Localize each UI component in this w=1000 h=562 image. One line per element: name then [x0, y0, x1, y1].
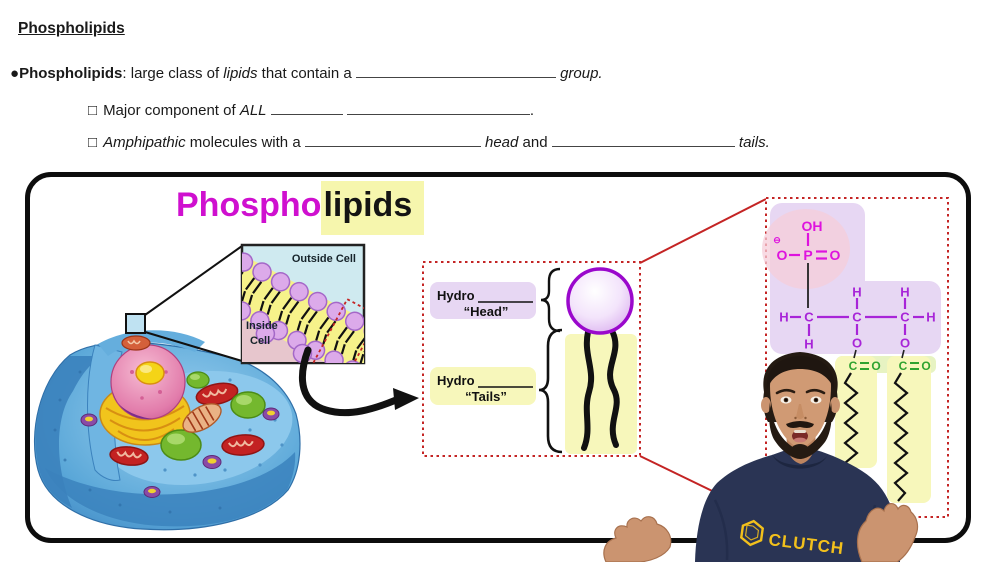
fatty-acid-tail — [581, 329, 595, 451]
tail-brace — [538, 328, 563, 454]
atom-label: C — [899, 359, 908, 373]
atom-label: C — [804, 310, 814, 325]
left-hand — [603, 516, 672, 562]
zoom-arrow — [298, 346, 419, 417]
head-brace — [540, 267, 561, 333]
fill-in-blank — [346, 101, 530, 115]
mustache — [786, 421, 814, 428]
beard — [769, 402, 832, 459]
atom-label: C — [900, 310, 910, 325]
atom-label: P — [803, 247, 812, 263]
atom-label: C — [849, 359, 858, 373]
clutch-hexagon-logo-icon — [739, 519, 765, 547]
bullet-marker: ● — [10, 65, 20, 82]
tail2-highlight — [887, 356, 931, 503]
mitochondria — [109, 335, 265, 466]
atom-label: OH — [802, 218, 823, 234]
atom-label: O — [777, 247, 788, 263]
bonds — [789, 233, 924, 370]
atom-label: O — [830, 247, 841, 263]
square-bullet-icon: □ — [88, 134, 98, 151]
phospholipid-schematic: Hydro “Head” Hydro “Tails” — [422, 261, 641, 457]
atom-label: O — [900, 336, 910, 351]
atom-label: H — [900, 285, 909, 300]
phosphate-glow — [762, 209, 850, 289]
instructor-head — [761, 352, 840, 459]
definition-term: Phospholipids — [19, 65, 123, 82]
fill-in-blank — [551, 133, 735, 147]
notes-subpoint-2: □ Amphipathic molecules with a head and t… — [88, 133, 770, 151]
tail-label-highlight — [430, 367, 536, 405]
notes-subpoint-1: □ Major component of ALL . — [88, 101, 534, 119]
head-label-term: “Head” — [464, 304, 509, 319]
golgi-vesicles — [160, 371, 266, 461]
membrane-closeup: Outside Cell Inside Cell — [240, 243, 366, 365]
nucleolus — [135, 361, 165, 385]
inside-cell-label-line1: Inside — [246, 320, 278, 332]
slide-title-part1: Phospho — [176, 186, 322, 224]
subpoint-italic-2: head — [485, 134, 519, 151]
atom-label: H — [779, 310, 788, 325]
fatty-acid-zigzag — [893, 372, 909, 502]
subpoint-italic-3: tails. — [738, 134, 770, 151]
atom-label: O — [921, 359, 930, 373]
tails-highlight — [565, 334, 637, 454]
zoom-selector-square — [125, 313, 146, 334]
instructor: CLUTCH — [603, 352, 919, 562]
tail-label-prefix: Hydro — [437, 373, 475, 388]
slide-title: Phospholipids — [176, 181, 425, 235]
vesicles — [80, 407, 280, 498]
atom-label: O — [852, 336, 862, 351]
membrane-dots — [53, 370, 222, 514]
subpoint-text: Major component of — [103, 102, 240, 119]
square-bullet-icon: □ — [88, 102, 98, 119]
zoom-connector-red-line — [639, 198, 767, 264]
definition-text: : large class of — [122, 65, 224, 82]
definition-italic: lipids — [223, 65, 258, 82]
zoom-connector-line — [144, 245, 243, 316]
fill-in-blank — [304, 133, 481, 147]
right-hand — [856, 503, 919, 562]
subpoint-italic: ALL — [239, 102, 267, 119]
zoom-connector-line — [144, 331, 243, 362]
subpoint-period: . — [529, 102, 535, 119]
shirt-collar — [772, 454, 828, 469]
slide-title-part2-highlighted: lipids — [321, 181, 425, 235]
nose — [796, 404, 804, 419]
inside-cell-label-line2: Cell — [250, 335, 270, 347]
atom-label: O — [871, 359, 880, 373]
fill-in-blank — [270, 101, 343, 115]
definition-italic-2: group. — [560, 65, 603, 82]
eyebrow — [805, 388, 826, 395]
eyebrow — [775, 388, 796, 395]
notes-definition-line: ●Phospholipids: large class of lipids th… — [10, 64, 603, 82]
atom-label: H — [926, 310, 935, 325]
subpoint-text: molecules with a — [185, 134, 305, 151]
fatty-acid-tail — [607, 330, 620, 448]
polar-head-circle — [566, 267, 634, 335]
definition-text-2: that contain a — [257, 65, 356, 82]
page-title: Phospholipids — [18, 20, 125, 37]
phospholipid-bilayer — [242, 250, 364, 363]
atom-label: H — [852, 285, 861, 300]
atom-label: ⊖ — [773, 235, 781, 245]
tail-label-term: “Tails” — [465, 389, 507, 404]
nucleus — [110, 344, 186, 420]
rough-er-fragment — [182, 403, 222, 433]
head-label-prefix: Hydro — [437, 288, 475, 303]
atom-label: C — [852, 310, 862, 325]
subpoint-text-2: and — [518, 134, 552, 151]
eyes — [780, 396, 822, 404]
fill-in-blank — [355, 64, 556, 78]
animal-cell-illustration — [33, 330, 301, 531]
head-label-highlight — [430, 282, 536, 319]
subpoint-italic: Amphipathic — [103, 134, 186, 151]
outside-cell-label: Outside Cell — [292, 253, 356, 265]
atom-label: H — [804, 337, 813, 352]
